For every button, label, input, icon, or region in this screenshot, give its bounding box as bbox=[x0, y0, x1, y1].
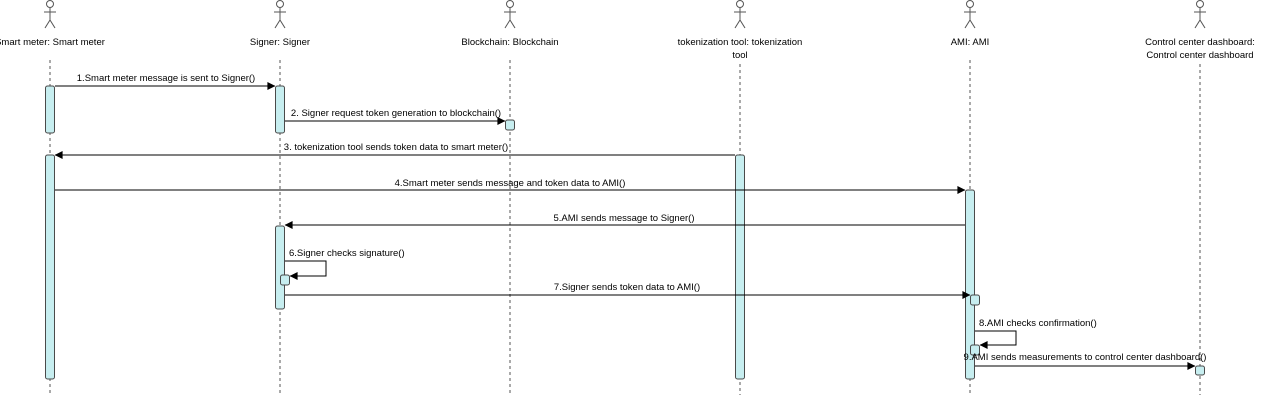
message-arrow bbox=[975, 330, 1017, 349]
actor-icon bbox=[1194, 0, 1206, 29]
message-2: 2. Signer request token generation to bl… bbox=[285, 108, 506, 125]
activation-bar-ami-3 bbox=[970, 344, 980, 356]
lifeline-signer: Signer: Signer bbox=[250, 0, 310, 395]
message-label: 9.AMI sends measurements to control cent… bbox=[964, 352, 1207, 363]
message-7: 7.Signer sends token data to AMI() bbox=[285, 282, 971, 299]
message-5: 5.AMI sends message to Signer() bbox=[284, 213, 965, 229]
message-3: 3. tokenization tool sends token data to… bbox=[54, 142, 735, 159]
lifeline-control-center-dashboard: Control center dashboard: Control center… bbox=[1145, 0, 1255, 395]
message-8: 8.AMI checks confirmation() bbox=[975, 318, 1097, 349]
lifeline-label: AMI: AMI bbox=[951, 37, 990, 48]
activation-bar-control-center bbox=[1195, 365, 1205, 376]
lifeline-label: tokenization tool: tokenization bbox=[678, 37, 803, 48]
actor-icon bbox=[274, 0, 286, 29]
lifeline-label: Control center dashboard: bbox=[1145, 37, 1255, 48]
lifeline-ami: AMI: AMI bbox=[951, 0, 990, 395]
activation-bar-smart-meter-2 bbox=[45, 154, 55, 380]
activation-bar-signer-2 bbox=[275, 225, 285, 310]
lifeline-label-line2: tool bbox=[732, 50, 747, 61]
activation-bar-signer-3 bbox=[280, 274, 290, 286]
message-label: 7.Signer sends token data to AMI() bbox=[554, 282, 700, 293]
activation-bars bbox=[45, 85, 1205, 380]
message-label: 3. tokenization tool sends token data to… bbox=[284, 142, 508, 153]
lifeline-tokenization-tool: tokenization tool: tokenization tool bbox=[678, 0, 803, 395]
activation-bar-smart-meter-1 bbox=[45, 85, 55, 134]
message-label: 1.Smart meter message is sent to Signer(… bbox=[77, 73, 255, 84]
lifeline-label: Signer: Signer bbox=[250, 37, 310, 48]
lifeline-label: Blockchain: Blockchain bbox=[461, 37, 558, 48]
activation-bar-tokenization-tool bbox=[735, 154, 745, 380]
activation-bar-blockchain bbox=[505, 119, 515, 131]
actor-icon bbox=[964, 0, 976, 29]
message-4: 4.Smart meter sends message and token da… bbox=[55, 178, 966, 194]
activation-bar-ami-2 bbox=[970, 294, 980, 306]
actor-icon bbox=[734, 0, 746, 29]
message-6: 6.Signer checks signature() bbox=[285, 248, 405, 280]
message-label: 2. Signer request token generation to bl… bbox=[291, 108, 501, 119]
message-1: 1.Smart meter message is sent to Signer(… bbox=[55, 73, 276, 90]
message-label: 8.AMI checks confirmation() bbox=[979, 318, 1097, 329]
message-9: 9.AMI sends measurements to control cent… bbox=[964, 352, 1207, 370]
message-label: 6.Signer checks signature() bbox=[289, 248, 405, 259]
actor-icon bbox=[504, 0, 516, 29]
message-label: 5.AMI sends message to Signer() bbox=[554, 213, 695, 224]
actor-icon bbox=[44, 0, 56, 29]
activation-bar-signer-1 bbox=[275, 85, 285, 134]
message-label: 4.Smart meter sends message and token da… bbox=[395, 178, 626, 189]
activation-bar-ami-1 bbox=[965, 189, 975, 380]
lifeline-label: Smart meter: Smart meter bbox=[0, 37, 105, 48]
lifeline-label-line2: Control center dashboard bbox=[1146, 50, 1253, 61]
lifeline-blockchain: Blockchain: Blockchain bbox=[461, 0, 559, 395]
message-arrow bbox=[285, 260, 327, 280]
